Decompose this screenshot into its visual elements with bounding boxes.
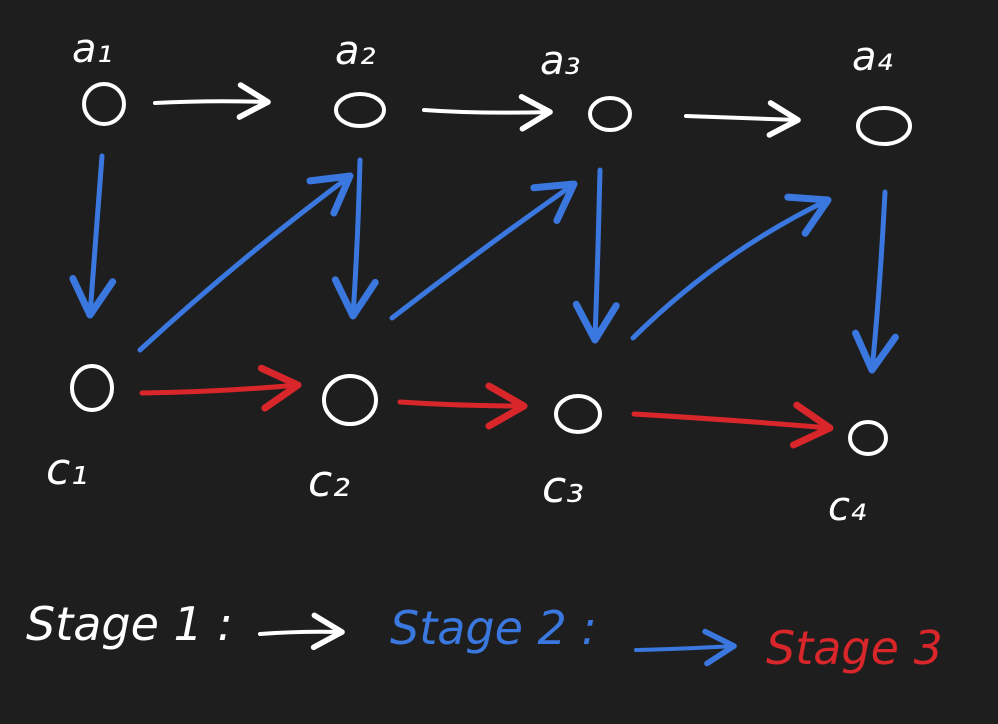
arrow-c2-a3	[389, 180, 578, 321]
node-c3	[554, 394, 602, 434]
label-a1: a₁	[72, 26, 113, 72]
arrow-a4-c4	[852, 189, 899, 374]
node-c4	[848, 420, 888, 456]
legend-arrow-blue	[634, 628, 737, 667]
legend-arrow-white	[258, 612, 345, 651]
arrow-a2-c2	[331, 157, 379, 320]
arrow-a3-c3	[572, 167, 620, 344]
legend-stage2: Stage 2 :	[390, 601, 597, 655]
arrow-c2-c3	[397, 382, 528, 430]
label-a3: a₃	[540, 38, 581, 84]
arrow-a1-a2	[153, 82, 271, 120]
label-c4: c₄	[828, 484, 866, 530]
label-a2: a₂	[335, 28, 376, 74]
arrow-a3-a4	[684, 100, 801, 138]
arrow-c3-c4	[631, 401, 834, 449]
label-c1: c₁	[46, 444, 88, 495]
node-a2	[334, 92, 386, 128]
legend-stage1: Stage 1 :	[26, 597, 233, 651]
arrow-c1-c2	[139, 364, 302, 412]
label-a4: a₄	[852, 34, 893, 80]
node-a1	[82, 82, 126, 126]
arrow-a2-a3	[422, 94, 553, 132]
arrow-c1-a2	[137, 172, 354, 353]
label-c3: c₃	[542, 462, 584, 513]
node-a3	[588, 96, 632, 132]
arrow-a1-c1	[69, 153, 117, 319]
arrow-c3-a4	[630, 193, 832, 341]
node-c2	[322, 374, 378, 426]
label-c2: c₂	[308, 456, 350, 507]
node-c1	[70, 364, 114, 412]
legend-stage3: Stage 3	[766, 621, 943, 675]
node-a4	[856, 106, 912, 146]
